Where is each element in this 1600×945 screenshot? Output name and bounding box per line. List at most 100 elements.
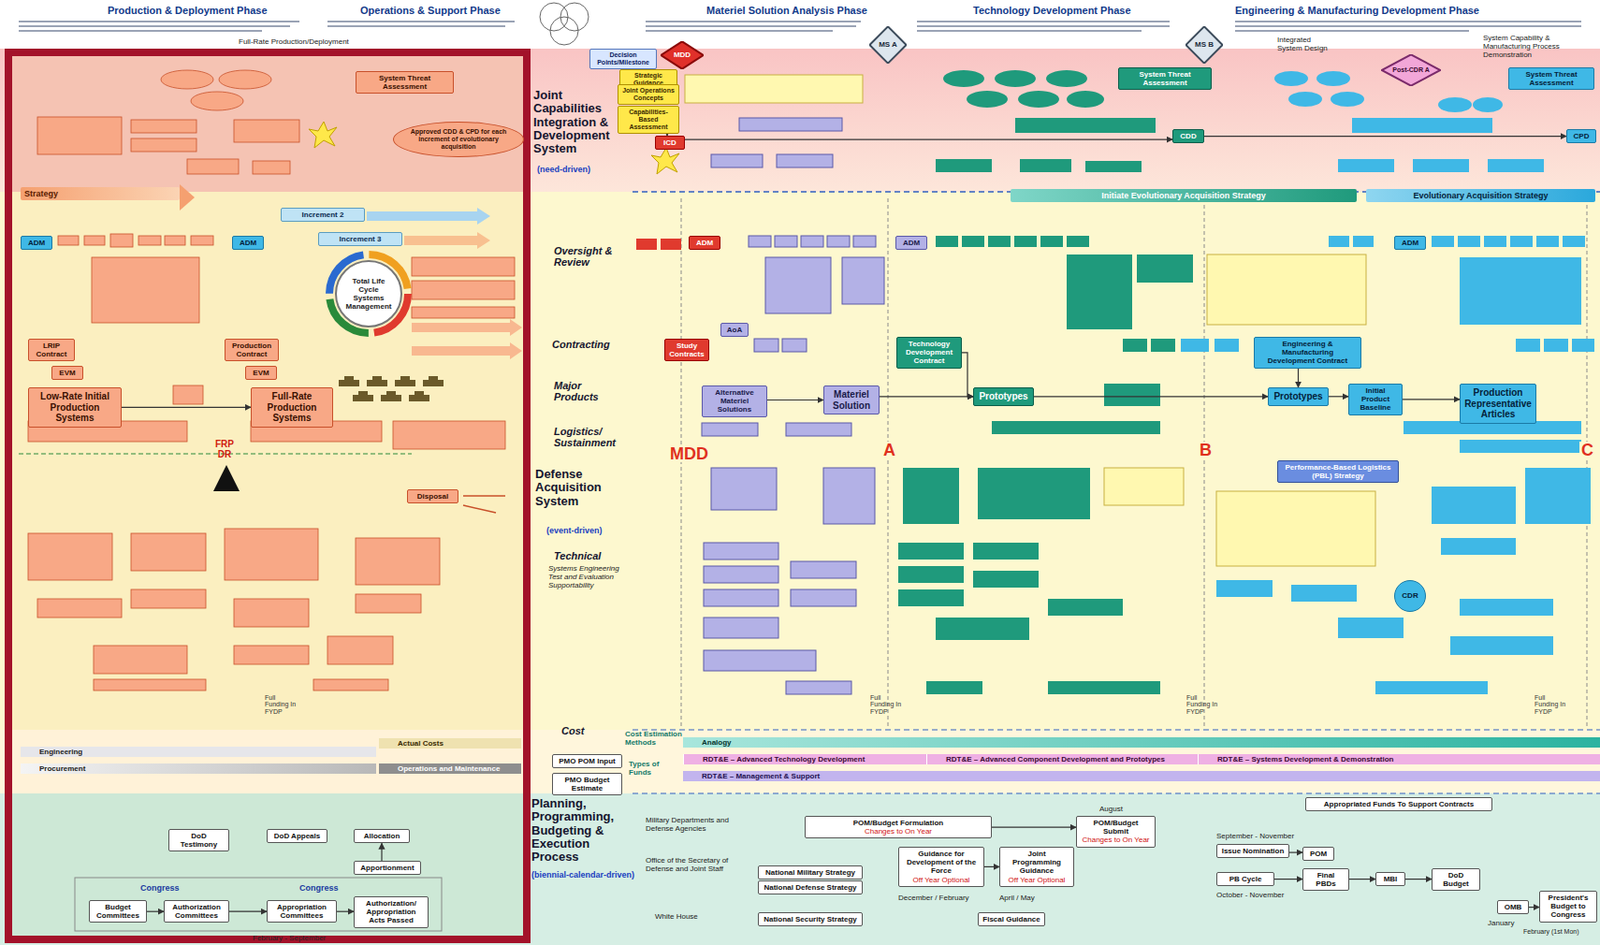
node-text: Post-CDR A — [1392, 66, 1429, 74]
node-text: Total Life Cycle Systems Management — [342, 276, 395, 312]
process-box: Prototypes — [1267, 387, 1329, 407]
filler-box — [800, 235, 824, 248]
connector — [1297, 368, 1299, 388]
process-box: Final PBDs — [1302, 868, 1350, 891]
filler-box — [711, 154, 763, 168]
connector — [1033, 395, 1268, 397]
filler-box — [1536, 235, 1559, 248]
node-text: CDR — [1401, 591, 1418, 600]
node-text: MS A — [878, 40, 898, 49]
node-text: Engineering & Manufacturing Development … — [1257, 339, 1358, 366]
filler-box — [853, 235, 876, 248]
node-text: National Defense Strategy — [761, 883, 859, 892]
process-box: System Threat Assessment — [355, 71, 454, 94]
text-line — [1235, 20, 1582, 23]
filler-box — [785, 681, 852, 695]
filler-ellipse — [1438, 97, 1472, 113]
label: Contracting — [552, 338, 633, 350]
process-box: Production Representative Articles — [1459, 383, 1537, 424]
connector — [1328, 395, 1349, 397]
filler-box — [991, 421, 1161, 435]
process-box: OMB — [1497, 900, 1529, 915]
filler-box — [411, 280, 515, 300]
legend-box: Decision Points/Milestone — [589, 48, 657, 70]
filler-box — [636, 238, 657, 250]
filler-box — [827, 235, 850, 248]
node-text: AoA — [724, 325, 745, 335]
filler-box — [93, 679, 206, 691]
filler-box — [138, 235, 161, 246]
label: (need-driven) — [537, 164, 622, 175]
label: Full-Rate Production/Deployment — [238, 37, 350, 46]
panel-ground — [4, 191, 531, 730]
disposal-arrow — [463, 505, 496, 513]
node-text: Final PBDs — [1306, 871, 1346, 888]
node-text: ADM — [1397, 238, 1423, 248]
node-text: DoD Appeals — [270, 831, 324, 841]
text-line — [645, 25, 857, 28]
filler-ellipse — [218, 70, 272, 89]
node-text: Engineering — [39, 747, 374, 757]
tank-icon — [372, 376, 382, 380]
star-burst — [651, 147, 680, 175]
filler-box — [130, 138, 197, 152]
process-box: Disposal — [407, 489, 459, 504]
funding-band: Operations and Maintenance — [378, 763, 522, 774]
filler-box — [1483, 235, 1507, 248]
strategy-arrow: Initiate Evolutionary Acquisition Strate… — [1010, 189, 1357, 203]
contract-arrow — [411, 342, 523, 360]
connector — [1402, 398, 1460, 400]
left-fillers — [28, 70, 515, 691]
filler-box — [224, 528, 319, 581]
process-box: System Threat Assessment — [1508, 67, 1595, 90]
process-box: Production Contract — [224, 338, 279, 362]
process-box: PB Cycle — [1216, 872, 1275, 887]
support-line — [18, 453, 412, 455]
ring-arc — [329, 254, 408, 334]
congress-frame — [74, 877, 442, 931]
process-box: POM/Budget FormulationChanges to On Year — [804, 815, 992, 839]
label: Office of the Secretary of Defense and J… — [645, 856, 749, 873]
label: C — [1579, 441, 1596, 459]
node-text: System Threat Assessment — [1512, 70, 1591, 88]
process-box: ADM — [1394, 235, 1426, 250]
note-text: Changes to On Year — [808, 827, 989, 836]
filler-box — [782, 338, 807, 352]
label: Full Funding In FYDP — [1186, 694, 1221, 715]
label: System Capability & Manufacturing Proces… — [1483, 33, 1596, 60]
milestone-line — [681, 198, 683, 728]
label: Full Funding In FYDP — [1534, 694, 1569, 715]
node-text: System Threat Assessment — [359, 73, 451, 91]
text-line — [1235, 25, 1582, 28]
filler-box — [1459, 598, 1554, 616]
node-text: Low-Rate Initial Production Systems — [31, 391, 118, 424]
filler-box — [173, 385, 204, 405]
star-burst — [308, 121, 337, 148]
connector — [1289, 851, 1303, 853]
filler-box — [898, 566, 964, 583]
venn-logo — [539, 2, 589, 45]
filler-box — [1180, 338, 1209, 352]
cost-band — [0, 729, 1600, 794]
filler-box — [233, 645, 309, 665]
filler-box — [1104, 467, 1184, 506]
filler-box — [233, 119, 300, 143]
text-line — [1235, 29, 1470, 32]
filler-box — [1431, 235, 1455, 248]
process-box: National Military Strategy — [757, 865, 863, 880]
connector — [1274, 878, 1303, 880]
label: Production & Deployment Phase — [107, 4, 268, 16]
node-text: ADM — [899, 238, 924, 248]
node-text: Allocation — [357, 831, 407, 841]
filler-box — [754, 338, 779, 352]
text-line — [327, 25, 506, 28]
process-box: EVM — [51, 365, 84, 380]
node-text: Materiel Solution — [827, 389, 876, 411]
filler-box — [1150, 338, 1176, 352]
text-line — [645, 29, 833, 32]
text-line — [18, 20, 300, 23]
filler-box — [774, 235, 798, 248]
filler-ellipse — [1274, 71, 1309, 87]
increment-arrow: Increment 3 — [318, 232, 403, 247]
